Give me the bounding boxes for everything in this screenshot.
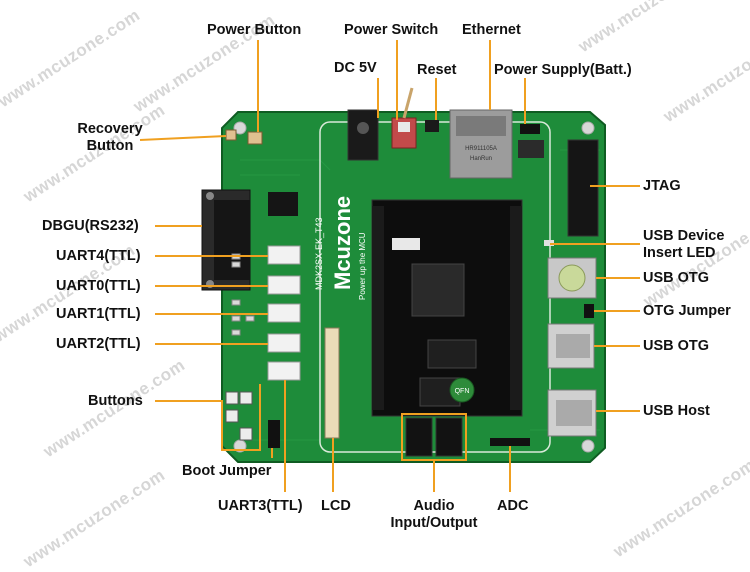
slogan-silkscreen: Power up the MCU [358, 232, 367, 300]
label-lcd: LCD [321, 498, 351, 514]
label-audio-line2: Input/Output [390, 515, 478, 531]
jtag-header [567, 139, 599, 237]
uart4-header [267, 245, 301, 265]
label-recovery-button-line1: Recovery [77, 121, 143, 137]
label-usb-device-led-line1: USB Device [643, 228, 725, 244]
label-usb-device-led-line2: Insert LED [643, 245, 716, 261]
label-recovery-button-line2: Button [86, 138, 134, 154]
uart1-header [267, 303, 301, 323]
memory-chip [427, 339, 477, 369]
label-uart2: UART2(TTL) [56, 336, 141, 352]
rs232-ic [268, 192, 298, 216]
label-recovery-button: Recovery Button [70, 121, 150, 155]
label-power-button: Power Button [207, 22, 302, 38]
label-jtag: JTAG [643, 178, 681, 194]
usb-host-port [556, 400, 592, 426]
uart0-header [267, 275, 301, 295]
user-button [239, 391, 253, 405]
label-reset: Reset [417, 62, 457, 78]
mount-hole [233, 121, 247, 135]
core-header-left [372, 206, 384, 410]
label-otg-jumper: OTG Jumper [643, 303, 731, 319]
audio-jack-out [435, 417, 463, 457]
otg-jumper-part [584, 304, 594, 318]
power-switch-knob [398, 122, 410, 132]
qc-sticker-text: QFN [455, 388, 470, 395]
label-power-switch: Power Switch [344, 22, 439, 38]
batt-header [520, 124, 540, 134]
usb-device-led-part [544, 240, 554, 246]
model-silkscreen: MDK2SX-EK_T43 [314, 217, 324, 290]
label-uart1: UART1(TTL) [56, 306, 141, 322]
uart3-header [267, 361, 301, 381]
qc-sticker [449, 377, 475, 403]
label-adc: ADC [497, 498, 529, 514]
label-boot-jumper: Boot Jumper [182, 463, 272, 479]
lcd-connector [324, 327, 340, 439]
label-audio-line1: Audio [413, 498, 455, 514]
label-usb-otg-1: USB OTG [643, 270, 710, 286]
label-uart4: UART4(TTL) [56, 248, 141, 264]
batt-part [518, 140, 544, 158]
power-switch-lever [402, 87, 414, 119]
label-dbgu: DBGU(RS232) [42, 218, 139, 234]
dc-jack [347, 109, 379, 161]
brand-silkscreen: Mcuzone [330, 196, 355, 290]
label-dc-5v: DC 5V [334, 60, 377, 76]
label-uart3: UART3(TTL) [218, 498, 303, 514]
label-ethernet: Ethernet [462, 22, 521, 38]
mount-hole [581, 121, 595, 135]
usb-otg-1-sticker [558, 264, 586, 292]
label-usb-device-led: USB Device Insert LED [643, 228, 724, 262]
leader-lines [139, 40, 640, 492]
label-audio: Audio Input/Output [376, 498, 492, 532]
dc-jack-hole [357, 122, 369, 134]
db9-screw [206, 192, 214, 200]
ethernet-jack-top [456, 116, 506, 136]
user-button [225, 391, 239, 405]
board-illustration: HR911105A HanRun [139, 40, 640, 492]
label-usb-host: USB Host [643, 403, 710, 419]
recovery-button-part [225, 129, 237, 141]
label-usb-otg-2: USB OTG [643, 338, 710, 354]
jack-marking: HR911105A [465, 146, 497, 152]
user-button [239, 427, 253, 441]
core-label [392, 238, 420, 250]
adc-header [490, 438, 530, 446]
label-buttons: Buttons [88, 393, 143, 409]
audio-jack-in [405, 417, 433, 457]
usb-otg-2-port [556, 334, 590, 358]
cpu-chip [411, 263, 465, 317]
power-button-part [247, 131, 263, 145]
db9-shell [214, 200, 250, 280]
label-power-supply: Power Supply(Batt.) [494, 62, 632, 78]
reset-button [425, 120, 439, 132]
mount-hole [581, 439, 595, 453]
user-button [225, 409, 239, 423]
core-header-right [510, 206, 522, 410]
uart2-header [267, 333, 301, 353]
label-uart0: UART0(TTL) [56, 278, 141, 294]
jack-brand: HanRun [470, 156, 492, 162]
boot-jumper-part [268, 420, 280, 448]
